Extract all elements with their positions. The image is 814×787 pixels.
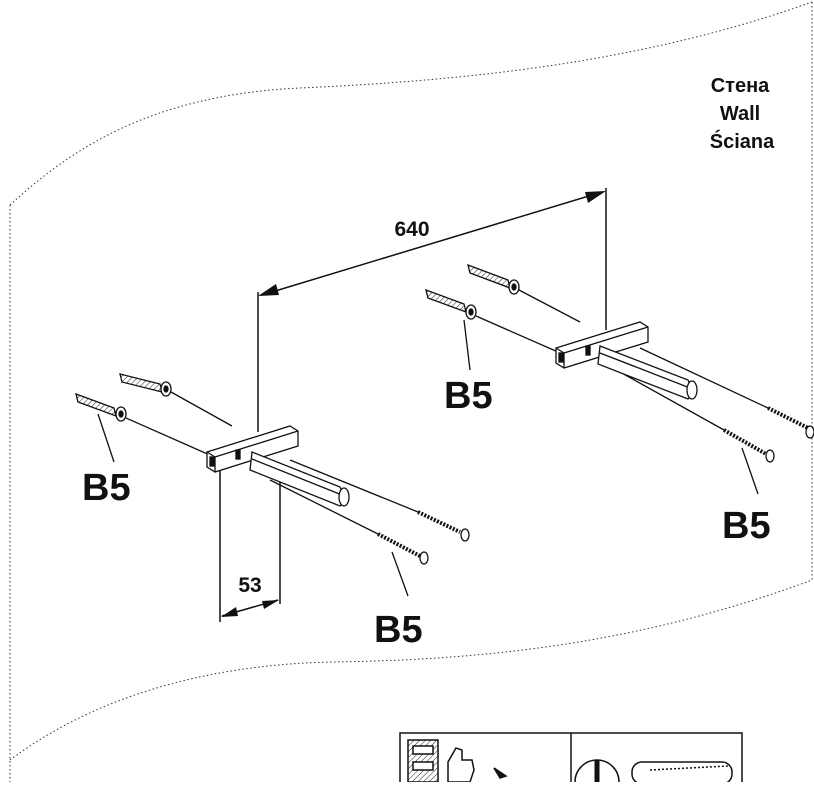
wall-label-en: Wall [720, 103, 760, 125]
drill-icon [574, 759, 620, 787]
wall-label-pl: Ściana [710, 129, 775, 153]
left-screw-top [417, 510, 470, 542]
right-screw-bottom [723, 428, 775, 463]
arrowhead-left [258, 284, 279, 296]
part-label-left-anchors: B5 [82, 467, 131, 509]
right-bracket-slot-b [585, 345, 591, 356]
part-label-left-screws: B5 [374, 609, 423, 651]
wall-anchor-thumbs-up-icon [407, 739, 508, 783]
part-label-right-anchors: B5 [444, 375, 493, 417]
arrowhead-right [585, 191, 606, 203]
left-assembly [75, 373, 470, 597]
left-wall-anchor-top [119, 373, 172, 397]
right-support-rod [597, 345, 695, 400]
dimension-640: 640 [257, 188, 607, 432]
drill-bit-icon [631, 761, 733, 785]
dimension-53: 53 [219, 470, 281, 622]
left-screw-bottom [377, 532, 429, 565]
wall-outline [9, 1, 813, 782]
dimension-line-640 [261, 191, 603, 296]
dimension-640-label: 640 [394, 218, 429, 241]
wall-label-ru: Стена [711, 75, 770, 97]
left-bracket-slot-a [209, 456, 215, 467]
right-screw-top [767, 406, 814, 439]
left-support-rod [249, 451, 347, 507]
part-label-right-screws: B5 [722, 505, 771, 547]
right-wall-anchor-top [467, 263, 520, 295]
arrowhead-53-right [262, 600, 279, 609]
dimension-53-label: 53 [238, 574, 261, 597]
right-assembly [425, 263, 814, 495]
right-wall-anchor-bottom [425, 288, 477, 320]
right-bracket-slot-a [558, 352, 564, 363]
left-bracket-slot-b [235, 449, 241, 460]
arrowhead-53-left [221, 607, 238, 617]
wall-label: Стена Wall Ściana [710, 75, 775, 153]
left-wall-anchor-bottom [75, 392, 127, 422]
instruction-box [399, 732, 743, 787]
